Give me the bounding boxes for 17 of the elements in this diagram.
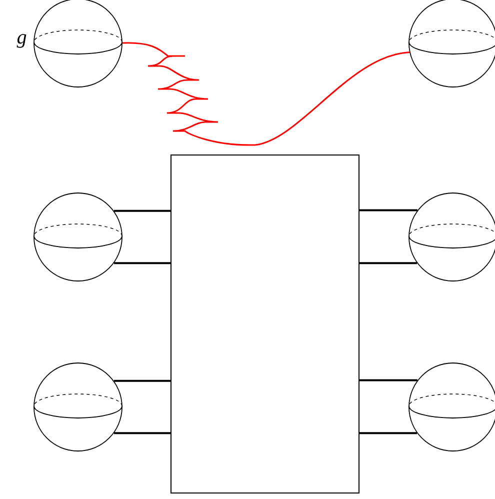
- connector-line: [114, 432, 170, 434]
- rectangle-box: [170, 154, 360, 494]
- connector-line: [114, 210, 170, 212]
- sphere-drawing: [408, 0, 495, 88]
- connector-line: [360, 432, 418, 434]
- wavy-line: [122, 42, 410, 146]
- connector-line: [114, 380, 170, 382]
- sphere-drawing: [34, 362, 122, 452]
- sphere-drawing: [408, 192, 495, 282]
- connector-line: [114, 262, 170, 264]
- connector-line: [360, 262, 418, 264]
- connector-line: [360, 379, 418, 382]
- connector-line: [360, 209, 418, 212]
- sphere-drawing: [408, 362, 495, 452]
- sphere-drawing: [34, 192, 122, 282]
- sphere-drawing: [34, 0, 122, 88]
- node-label: g: [16, 34, 26, 48]
